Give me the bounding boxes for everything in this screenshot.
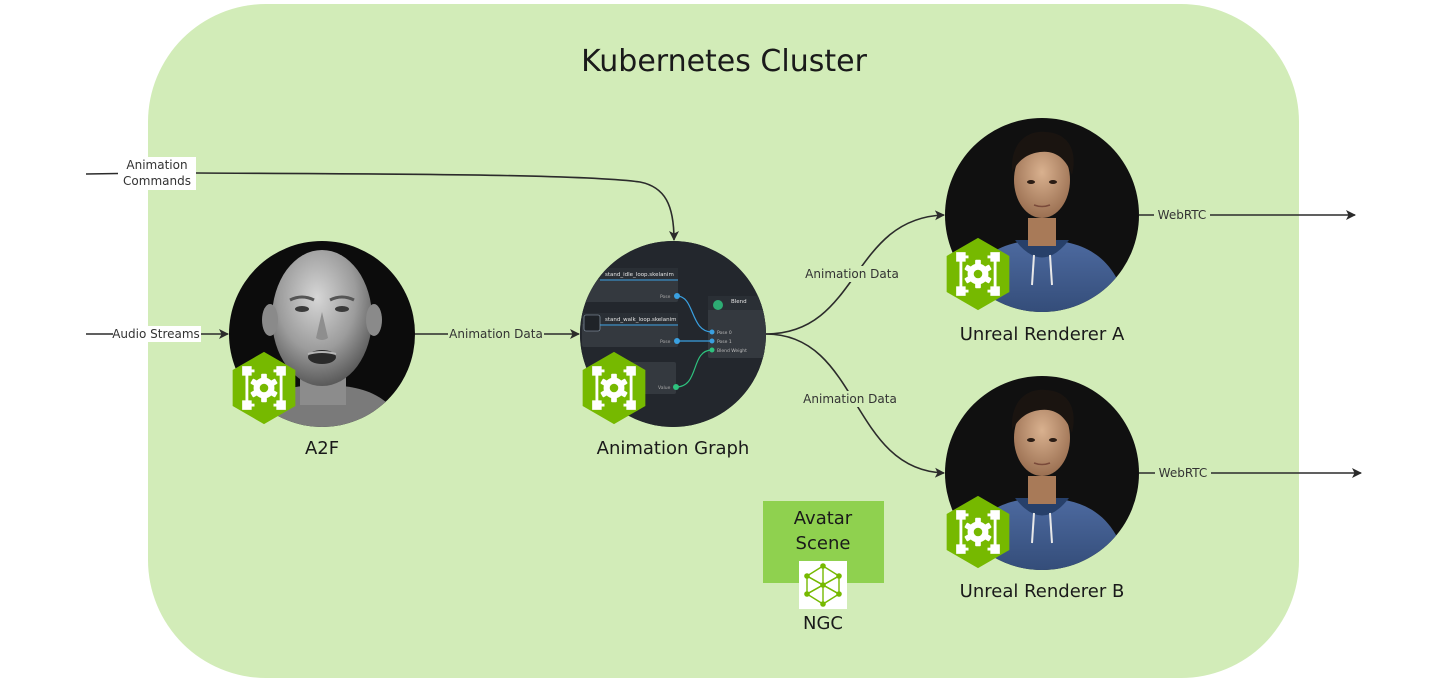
graph-node1-title: stand_idle_loop.skelanim [605, 272, 674, 278]
edge-label-animation-commands-2: Commands [123, 174, 191, 188]
edge-animation-commands [195, 172, 679, 241]
graph-node1-pose: Pose [660, 294, 671, 300]
edge-label-webrtc-b: WebRTC [1159, 466, 1208, 480]
graph-node2-title: stand_walk_loop.skelanim [605, 317, 676, 323]
edge-label-audio-streams: Audio Streams [112, 327, 200, 341]
graph-node3-value: Value [658, 385, 671, 391]
edge-animation-commands-tail [85, 172, 119, 175]
avatar-scene-node: Avatar Scene NGC [763, 501, 884, 634]
edge-label-webrtc-a: WebRTC [1158, 208, 1207, 222]
avatar-scene-label-2: Scene [796, 533, 851, 554]
edge-label-graph-to-renderer-a: Animation Data [805, 267, 899, 281]
graph-blend-pose1: Pose 1 [717, 339, 732, 345]
edge-label-a2f-to-graph: Animation Data [449, 327, 543, 341]
ngc-label: NGC [803, 613, 843, 634]
edge-label-animation-commands-1: Animation [126, 158, 187, 172]
animation-graph-node: stand_idle_loop.skelanim Pose stand_walk… [580, 241, 766, 459]
graph-blend-title: Blend [731, 299, 747, 305]
avatar-scene-label-1: Avatar [794, 508, 853, 529]
a2f-label: A2F [305, 438, 339, 459]
neural-network-icon [799, 561, 847, 609]
graph-blend-pose0: Pose 0 [717, 330, 732, 336]
animation-graph-label: Animation Graph [597, 438, 750, 459]
graph-blend-weight: Blend Weight [717, 348, 747, 354]
unreal-renderer-a-node: Unreal Renderer A [945, 118, 1139, 345]
renderer-b-label: Unreal Renderer B [960, 581, 1125, 602]
renderer-a-label: Unreal Renderer A [960, 324, 1125, 345]
edge-label-graph-to-renderer-b: Animation Data [803, 392, 897, 406]
cluster-title: Kubernetes Cluster [581, 44, 868, 79]
graph-node2-pose: Pose [660, 339, 671, 345]
